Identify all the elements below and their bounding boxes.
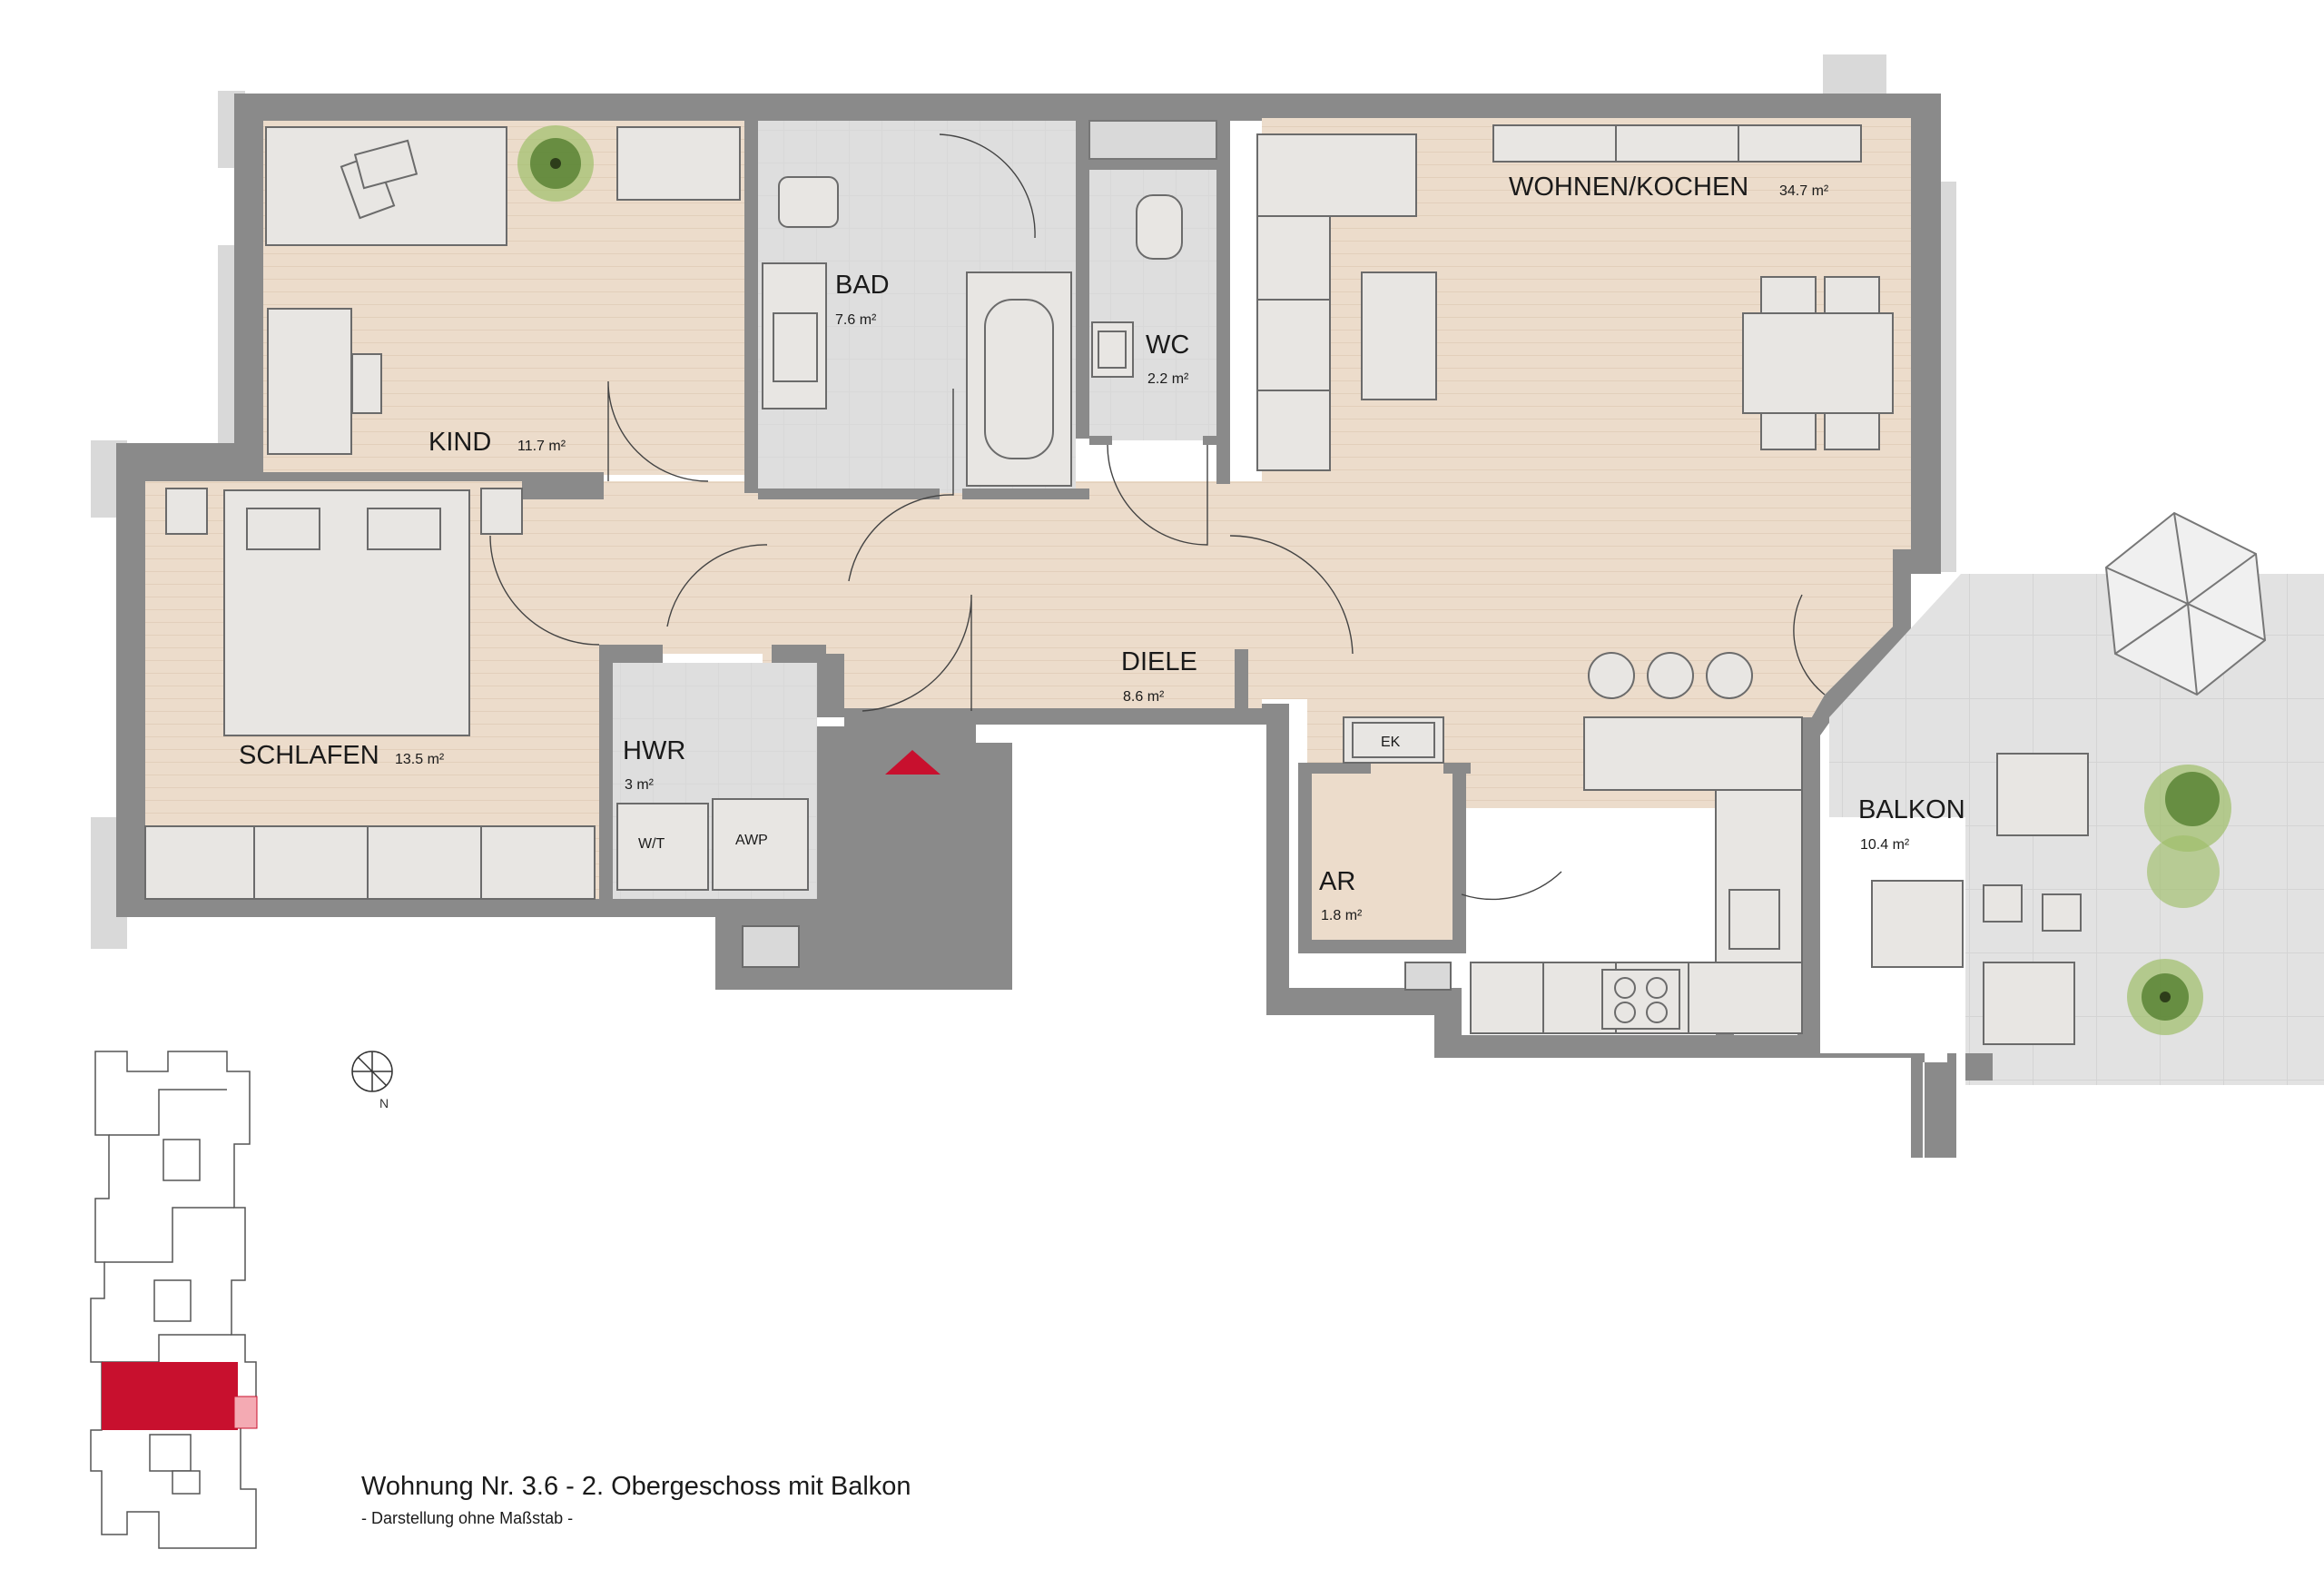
room-labels: KIND 11.7 m² BAD 7.6 m² WC 2.2 m² WOHNEN… xyxy=(239,173,1965,923)
stool-3 xyxy=(1706,652,1753,699)
room-area-diele: 8.6 m² xyxy=(1123,689,1165,705)
sofa-back xyxy=(1256,133,1417,217)
label-wt: W/T xyxy=(638,836,665,852)
bad-toilet xyxy=(778,176,839,228)
room-name-wc: WC xyxy=(1146,331,1189,360)
kind-chair-2 xyxy=(351,353,382,414)
parasol-icon xyxy=(2104,511,2267,696)
balkon-chair-2 xyxy=(1983,884,2023,923)
chair-4 xyxy=(1824,412,1880,450)
entrance-marker xyxy=(885,750,940,775)
wardrobe-4 xyxy=(480,825,596,900)
bad-sink xyxy=(773,312,818,382)
chair-2 xyxy=(1824,276,1880,314)
kind-bed xyxy=(267,308,352,455)
shaft-2 xyxy=(1404,962,1452,991)
furniture xyxy=(144,120,2089,1081)
wc-toilet xyxy=(1136,194,1183,260)
balkon-chair-3 xyxy=(2042,893,2082,932)
room-area-schlafen: 13.5 m² xyxy=(395,752,445,767)
label-ek: EK xyxy=(1381,735,1401,750)
chair-3 xyxy=(1760,412,1817,450)
sofa xyxy=(1256,215,1331,471)
fridge-ek-inner xyxy=(1352,722,1435,758)
stool-1 xyxy=(1588,652,1635,699)
site-key-highlight-balkon xyxy=(233,1396,258,1429)
compass-icon: N xyxy=(351,1051,393,1110)
hall-cabinet xyxy=(1088,120,1217,160)
nightstand-left xyxy=(165,488,208,535)
stool-2 xyxy=(1647,652,1694,699)
kitchen-sink xyxy=(1728,889,1780,950)
balkon-table xyxy=(1871,880,1964,968)
kind-cabinet xyxy=(616,126,741,201)
compass-north-label: N xyxy=(379,1096,389,1110)
plan-title: Wohnung Nr. 3.6 - 2. Obergeschoss mit Ba… xyxy=(361,1472,911,1501)
wc-sink-inner xyxy=(1098,331,1127,369)
room-area-wc: 2.2 m² xyxy=(1147,371,1189,387)
doors xyxy=(489,133,1826,901)
floors xyxy=(145,118,2324,1085)
shaft-1 xyxy=(742,925,800,968)
balkon-railing xyxy=(1965,1053,1993,1081)
chair-1 xyxy=(1760,276,1817,314)
pillow-left xyxy=(246,508,320,550)
room-name-wohnen: WOHNEN/KOCHEN xyxy=(1509,173,1748,202)
site-key-plan xyxy=(90,1051,257,1549)
room-name-hwr: HWR xyxy=(623,736,685,765)
site-key-highlight-apartment xyxy=(102,1362,238,1430)
room-name-diele: DIELE xyxy=(1121,647,1197,676)
label-awp: AWP xyxy=(735,833,768,848)
partition-walls xyxy=(145,121,1816,1035)
washer-wt xyxy=(616,803,709,891)
bathtub-inner xyxy=(984,299,1054,459)
room-name-ar: AR xyxy=(1319,867,1355,896)
stove xyxy=(1601,969,1680,1030)
balkon-chair-1 xyxy=(1996,753,2089,836)
room-area-ar: 1.8 m² xyxy=(1321,908,1363,923)
kind-chair xyxy=(353,139,419,190)
walls xyxy=(91,54,1956,1158)
balkon-chair-4 xyxy=(1983,962,2075,1045)
wardrobe-1 xyxy=(144,825,255,900)
room-area-kind: 11.7 m² xyxy=(517,439,566,454)
room-name-bad: BAD xyxy=(835,271,890,300)
shelf-2 xyxy=(1615,124,1739,163)
plant-icon xyxy=(517,125,2231,1035)
wardrobe-2 xyxy=(253,825,369,900)
room-name-kind: KIND xyxy=(428,428,491,457)
nightstand-right xyxy=(480,488,523,535)
pillow-right xyxy=(367,508,441,550)
room-area-wohnen: 34.7 m² xyxy=(1779,183,1829,199)
room-area-hwr: 3 m² xyxy=(625,777,655,793)
heat-pump-awp xyxy=(712,798,809,891)
room-area-balkon: 10.4 m² xyxy=(1860,837,1910,853)
room-area-bad: 7.6 m² xyxy=(835,312,877,328)
room-name-balkon: BALKON xyxy=(1858,795,1965,824)
room-name-schlafen: SCHLAFEN xyxy=(239,741,379,770)
plan-subtitle: - Darstellung ohne Maßstab - xyxy=(361,1509,573,1527)
coffee-table xyxy=(1361,271,1437,400)
shelf-3 xyxy=(1738,124,1862,163)
dining-table xyxy=(1742,312,1894,414)
wardrobe-3 xyxy=(367,825,482,900)
kitchen-island xyxy=(1583,716,1803,791)
shelf-1 xyxy=(1492,124,1617,163)
